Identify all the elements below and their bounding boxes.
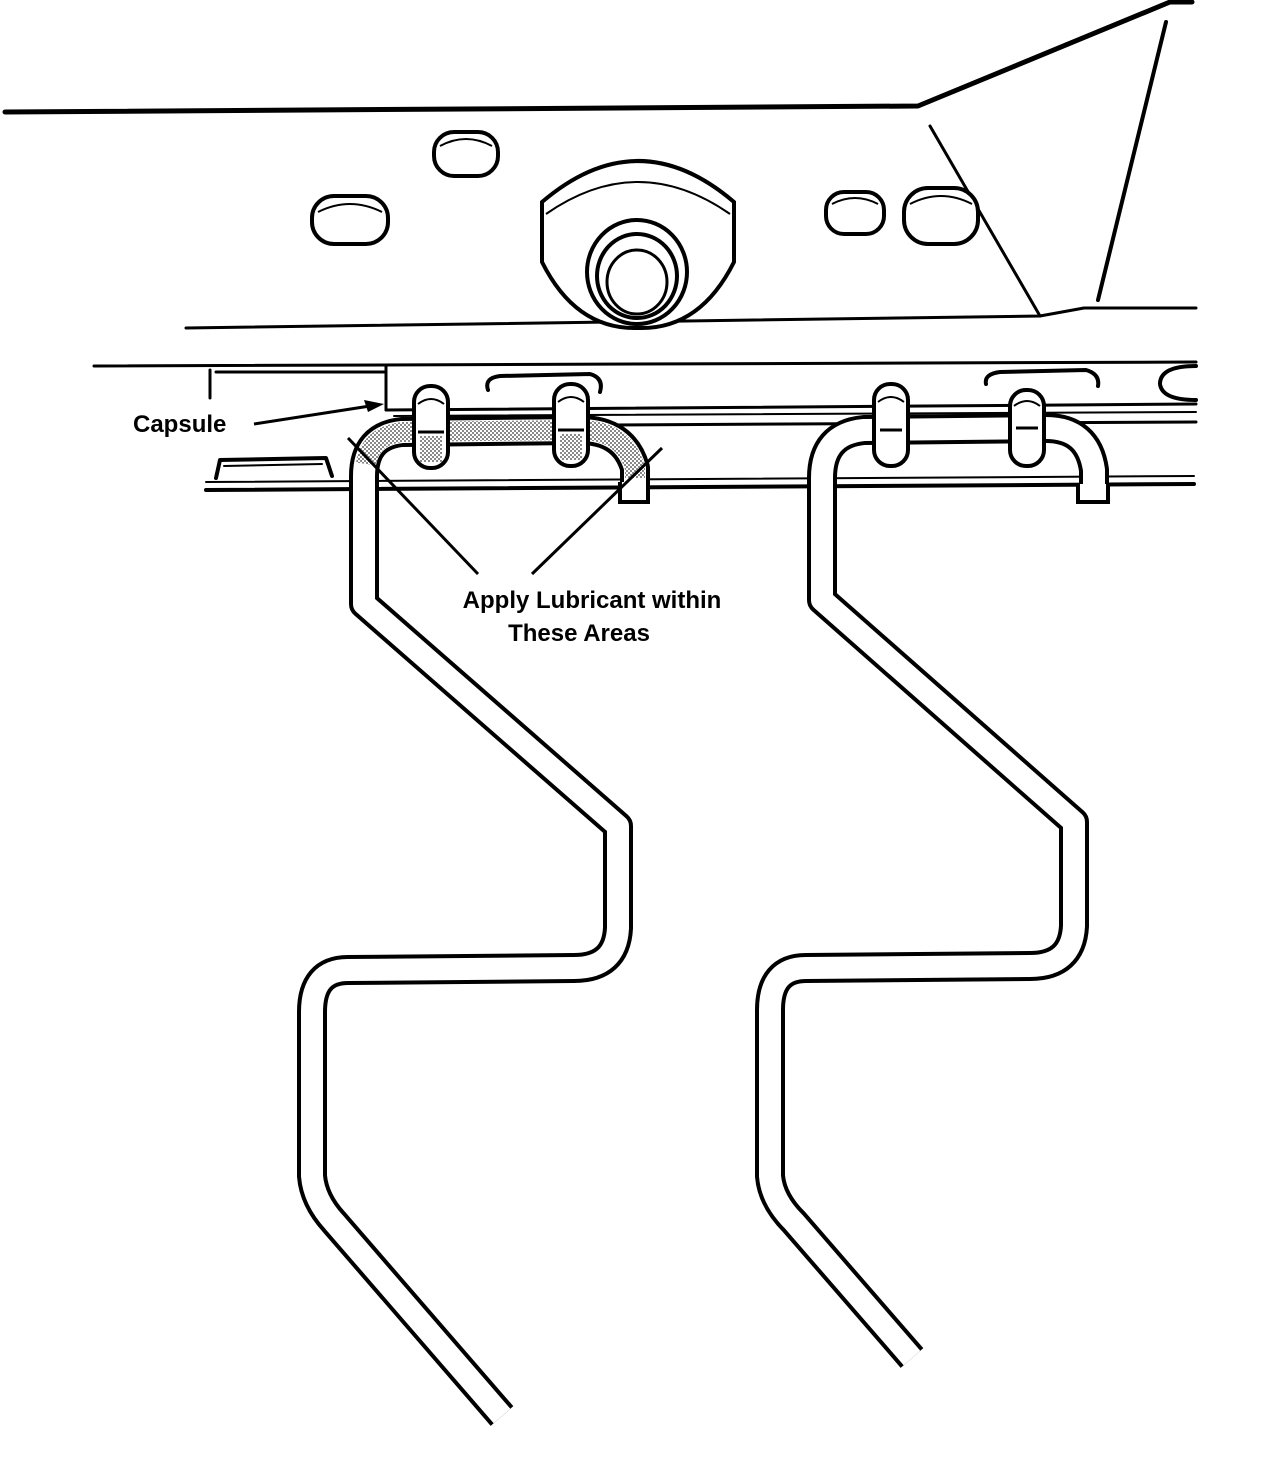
left-spring-wire: [297, 415, 650, 1426]
lubricant-label-line2: These Areas: [508, 620, 650, 647]
lubricant-label-line1: Apply Lubricant within: [463, 587, 722, 614]
lubricant-area: [356, 420, 645, 478]
right-spring-wire: [755, 413, 1110, 1368]
clip: [872, 382, 910, 468]
clip: [1008, 388, 1046, 468]
lubricant-callout: Apply Lubricant within These Areas: [346, 436, 722, 647]
slot-hole: [310, 194, 390, 246]
seat-rail: [92, 360, 1198, 492]
clip: [552, 382, 590, 468]
capsule-callout: Capsule: [133, 400, 384, 438]
center-boss: [540, 159, 736, 331]
clip: [412, 384, 450, 470]
slot-hole: [432, 130, 500, 178]
left-wire-clips: [412, 382, 590, 470]
mounting-holes: [310, 130, 980, 246]
right-wire-clips: [872, 382, 1046, 468]
slot-hole: [824, 190, 886, 236]
capsule-label: Capsule: [133, 411, 226, 438]
slot-hole: [902, 186, 980, 246]
